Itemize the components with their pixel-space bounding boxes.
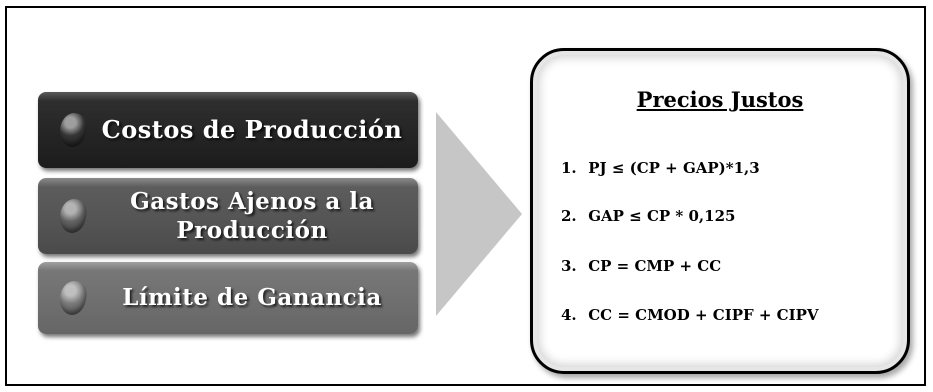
formula-item: 3. CP = CMP + CC (561, 257, 721, 275)
bubble-icon (56, 110, 90, 150)
category-label: Límite de Ganancia (122, 284, 382, 311)
formula-number: 4. (561, 306, 577, 324)
formula-number: 2. (561, 207, 577, 225)
category-label: Costos de Producción (101, 115, 403, 144)
category-label: Gastos Ajenos a la Producción (130, 188, 374, 244)
formula-panel: Precios Justos 1. PJ ≤ (CP + GAP)*1,3 2.… (530, 48, 910, 374)
formula-text: GAP ≤ CP * 0,125 (588, 207, 736, 225)
bubble-icon (56, 278, 90, 318)
formula-text: CP = CMP + CC (588, 257, 722, 275)
formula-item: 1. PJ ≤ (CP + GAP)*1,3 (561, 159, 760, 177)
formula-number: 1. (561, 159, 577, 177)
category-box-costos: Costos de Producción (38, 92, 418, 168)
formula-text: PJ ≤ (CP + GAP)*1,3 (588, 159, 760, 177)
formula-number: 3. (561, 257, 577, 275)
right-arrow-icon (436, 112, 522, 316)
category-box-limite: Límite de Ganancia (38, 262, 418, 334)
formula-text: CC = CMOD + CIPF + CIPV (588, 306, 819, 324)
category-box-gastos: Gastos Ajenos a la Producción (38, 178, 418, 254)
bubble-icon (56, 196, 90, 236)
formula-item: 4. CC = CMOD + CIPF + CIPV (561, 306, 819, 324)
panel-title: Precios Justos (636, 87, 804, 112)
formula-item: 2. GAP ≤ CP * 0,125 (561, 207, 735, 225)
